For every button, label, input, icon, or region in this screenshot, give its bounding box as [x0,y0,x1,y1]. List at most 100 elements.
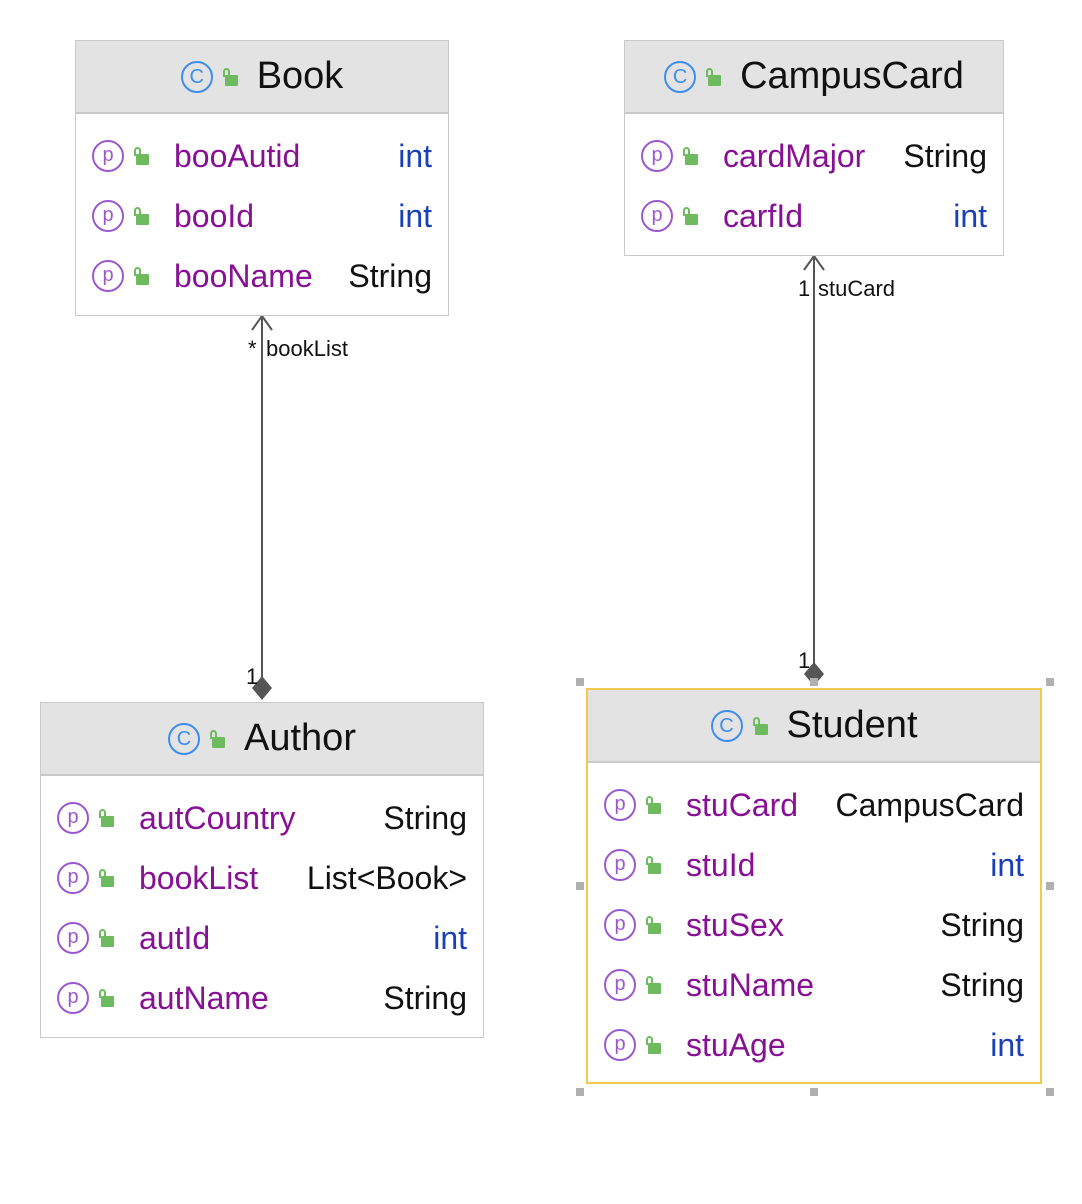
book-arrowhead [251,314,273,331]
lock-icon [99,929,115,947]
lock-icon [683,207,699,225]
class-name: Student [786,704,918,746]
resize-handle[interactable] [576,882,584,890]
resize-handle[interactable] [810,1088,818,1096]
field-type: int [398,137,432,174]
field-type: String [383,799,467,836]
student-composition-diamond [804,662,824,686]
lock-icon [134,207,150,225]
field-name: autId [139,919,211,956]
lock-icon [646,1036,662,1054]
lock-icon [210,729,226,748]
lock-icon [646,976,662,994]
resize-handle[interactable] [576,1088,584,1096]
lock-icon [134,267,150,285]
field-name: booName [174,257,313,294]
booklist-role-label: bookList [266,336,348,361]
field-row[interactable]: p stuCard CampusCard [588,775,1040,835]
lock-icon [752,716,769,735]
lock-icon [683,147,699,165]
stucard-role-label: stuCard [818,276,896,301]
field-name: booId [174,197,255,234]
lock-icon [646,796,662,814]
field-type: int [990,846,1024,883]
resize-handle[interactable] [1046,1088,1054,1096]
lock-icon [222,67,239,86]
field-row[interactable]: p autCountry String [41,788,483,848]
field-name: stuAge [686,1026,786,1063]
field-name: stuId [686,846,756,883]
property-icon: p [604,1029,636,1061]
lock-icon [646,856,662,874]
field-type: String [348,257,432,294]
property-icon: p [604,789,636,821]
property-icon: p [604,969,636,1001]
property-icon: p [57,802,89,834]
field-type: int [953,197,987,234]
class-icon: C [168,722,201,755]
field-type: String [903,137,987,174]
class-header: C CampusCard [625,41,1003,114]
property-icon: p [57,982,89,1014]
campuscard-arrowhead [803,254,825,271]
property-icon: p [57,922,89,954]
field-type: String [383,979,467,1016]
field-type: int [990,1026,1024,1063]
field-type: CampusCard [835,786,1024,823]
student-multiplicity-label: 1 [798,648,811,673]
field-row[interactable]: p bookList List<Book> [41,848,483,908]
class-name: Book [256,55,344,97]
property-icon: p [57,862,89,894]
field-name: autName [139,979,269,1016]
class-header: C Author [41,703,483,776]
field-type: List<Book> [306,859,467,896]
author-composition-diamond [252,676,272,700]
class-icon: C [180,60,213,93]
resize-handle[interactable] [810,678,818,686]
field-row[interactable]: p stuName String [588,955,1040,1015]
field-type: String [940,966,1024,1003]
field-name: stuCard [686,786,799,823]
field-name: stuSex [686,906,784,943]
resize-handle[interactable] [1046,882,1054,890]
lock-icon [99,989,115,1007]
resize-handle[interactable] [576,678,584,686]
property-icon: p [604,909,636,941]
field-row[interactable]: p booAutid int [76,126,448,186]
field-name: autCountry [139,799,296,836]
author-multiplicity-label: 1 [246,664,259,689]
class-header: C Book [76,41,448,114]
field-name: stuName [686,966,815,1003]
field-name: booAutid [174,137,301,174]
lock-icon [99,809,115,827]
campuscard-multiplicity-label: 1 [798,276,811,301]
field-row[interactable]: p stuAge int [588,1015,1040,1075]
class-icon: C [664,60,697,93]
resize-handle[interactable] [1046,678,1054,686]
class-name: Author [244,717,356,759]
lock-icon [706,67,722,86]
lock-icon [99,869,115,887]
field-name: bookList [139,859,259,896]
property-icon: p [92,140,124,172]
field-row[interactable]: p autName String [41,968,483,1028]
field-type: int [398,197,432,234]
lock-icon [134,147,150,165]
property-icon: p [641,200,673,232]
